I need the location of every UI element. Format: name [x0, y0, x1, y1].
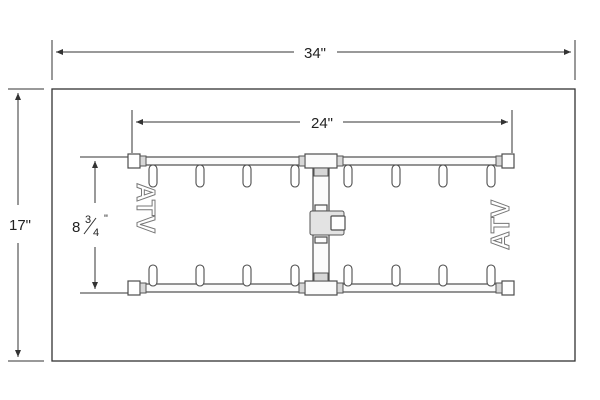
center-coupling-top	[313, 167, 329, 177]
bottom-burner-jet-8	[486, 264, 496, 287]
bottom-right-end-cap	[501, 280, 515, 296]
top-left-inner-fitting	[298, 155, 306, 167]
burner-spacing-dimension: 8 3 4 "	[72, 156, 128, 294]
top-burner-jet-2	[195, 164, 205, 188]
bottom-left-cap-fitting	[139, 282, 147, 294]
gas-inlet-stub	[330, 215, 346, 231]
bottom-burner-jet-3	[242, 264, 252, 287]
top-burner-jet-3	[242, 164, 252, 188]
bottom-burner-jet-1	[148, 264, 158, 287]
burner-width-label: 24"	[311, 115, 333, 132]
bottom-left-end-cap	[127, 280, 141, 296]
center-pipe-joint-bottom	[314, 236, 328, 244]
burner-spacing-unit: "	[104, 213, 108, 225]
burner-width-dimension: 24"	[131, 110, 513, 153]
overall-width-label: 34"	[304, 45, 326, 62]
right-logo-text: ATV	[485, 199, 515, 250]
bottom-right-inner-fitting	[336, 282, 344, 294]
bottom-left-burner-tube	[133, 283, 307, 293]
center-tee-bottom	[304, 280, 338, 296]
top-jet-row	[148, 164, 496, 188]
right-logo: ATV	[485, 199, 516, 251]
center-pipe-joint-top	[314, 204, 328, 212]
overall-height-label: 17"	[9, 217, 31, 234]
top-left-end-cap	[127, 153, 141, 169]
bottom-burner-jet-6	[391, 264, 401, 287]
top-burner-jet-4	[290, 164, 300, 188]
top-burner-jet-7	[438, 164, 448, 188]
burner-spacing-whole: 8	[72, 219, 80, 236]
bottom-right-burner-tube	[335, 283, 509, 293]
burner-spacing-numerator: 3	[85, 214, 91, 226]
top-burner-jet-5	[343, 164, 353, 188]
top-burner-jet-6	[391, 164, 401, 188]
overall-width-dimension: 34"	[51, 40, 576, 80]
top-burner-jet-1	[148, 164, 158, 188]
bottom-burner-jet-2	[195, 264, 205, 287]
center-coupling-bottom	[313, 272, 329, 282]
bottom-left-inner-fitting	[298, 282, 306, 294]
top-right-cap-fitting	[495, 155, 503, 167]
bottom-burner-jet-5	[343, 264, 353, 287]
pan-outline	[51, 88, 576, 362]
top-burner-jet-8	[486, 164, 496, 188]
left-logo-text: ATV	[131, 183, 161, 234]
top-right-burner-tube	[335, 156, 509, 166]
bottom-burner-jet-4	[290, 264, 300, 287]
top-right-inner-fitting	[336, 155, 344, 167]
bottom-burner-jet-7	[438, 264, 448, 287]
bottom-right-cap-fitting	[495, 282, 503, 294]
top-right-end-cap	[501, 153, 515, 169]
center-tee-top	[304, 153, 338, 169]
burner-spacing-denominator: 4	[93, 227, 99, 239]
top-left-burner-tube	[133, 156, 307, 166]
burner-assembly	[127, 153, 515, 296]
overall-height-dimension: 17"	[8, 88, 44, 362]
left-logo: ATV	[131, 182, 162, 234]
bottom-jet-row	[148, 264, 496, 287]
top-left-cap-fitting	[139, 155, 147, 167]
